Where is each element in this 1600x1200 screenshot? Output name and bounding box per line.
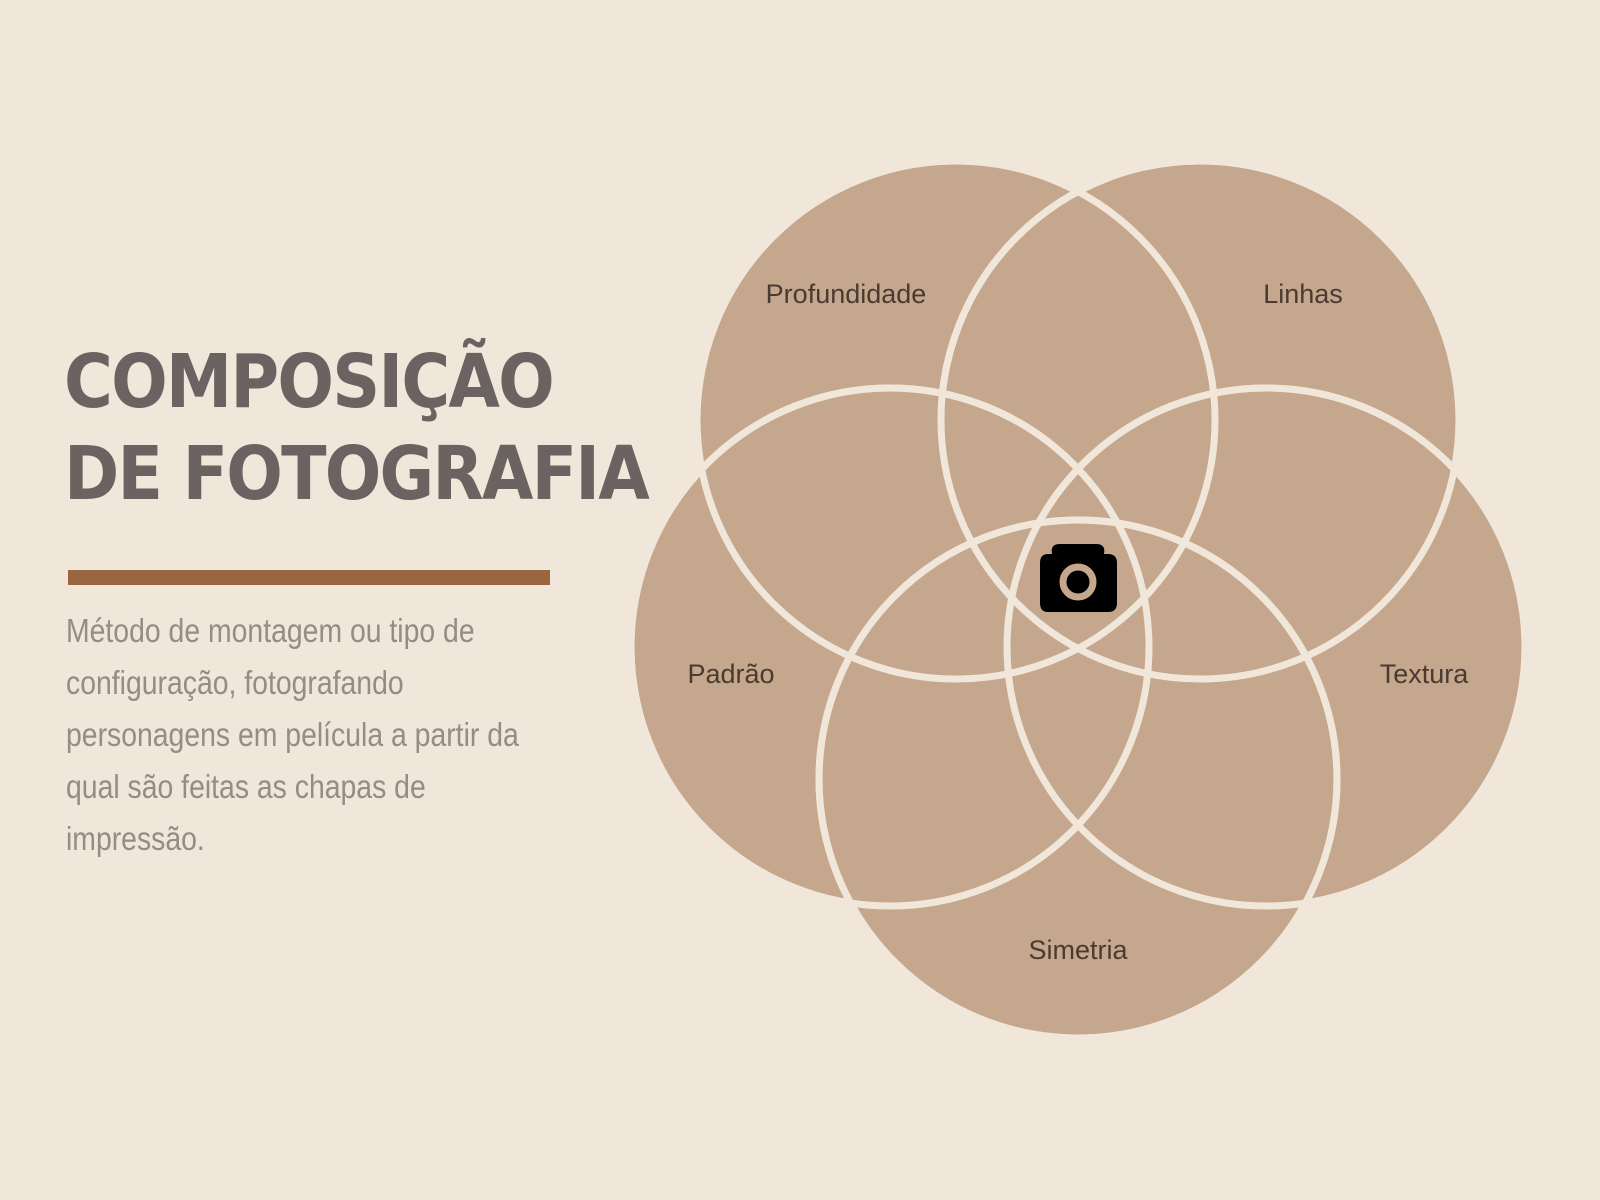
label-linhas: Linhas — [1263, 279, 1343, 309]
label-profundidade: Profundidade — [766, 279, 927, 309]
title-divider — [68, 570, 550, 585]
label-padrao: Padrão — [687, 659, 774, 689]
page-title: COMPOSIÇÃO DE FOTOGRAFIA — [64, 336, 650, 520]
circle-outlines — [627, 157, 1529, 1042]
outline-simetria — [815, 516, 1341, 1042]
label-simetria: Simetria — [1028, 935, 1128, 965]
title-line-2: DE FOTOGRAFIA — [64, 431, 650, 517]
camera-body — [1040, 544, 1117, 612]
outline-padrao — [627, 384, 1153, 910]
camera-lens-ring — [1059, 563, 1097, 601]
label-textura: Textura — [1380, 659, 1470, 689]
outline-linhas — [937, 157, 1463, 683]
outline-profundidade — [693, 157, 1219, 683]
title-line-1: COMPOSIÇÃO — [64, 339, 555, 425]
camera-icon — [1040, 544, 1117, 612]
description-text: Método de montagem ou tipo de configuraç… — [66, 612, 519, 857]
outline-textura — [1003, 384, 1529, 910]
